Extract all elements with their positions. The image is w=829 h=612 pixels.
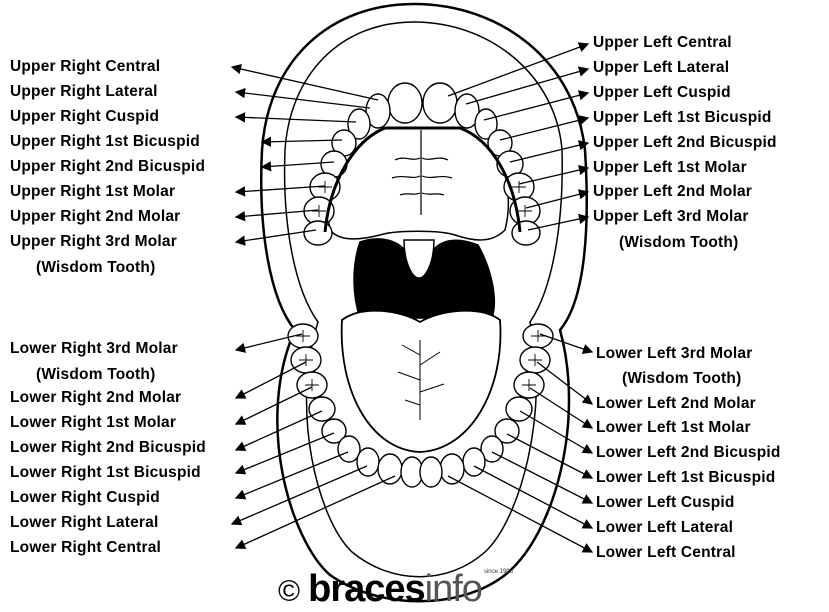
label-lower-left-central: Lower Left Central — [596, 544, 736, 562]
label-upper-left-central: Upper Left Central — [593, 34, 732, 52]
label-lower-left-1st-bicuspid: Lower Left 1st Bicuspid — [596, 469, 775, 487]
label-lower-right-cuspid: Lower Right Cuspid — [10, 489, 160, 507]
label-upper-left-3rd-molar: Upper Left 3rd Molar — [593, 208, 749, 226]
label-lower-left-wisdom: (Wisdom Tooth) — [622, 370, 741, 388]
label-lower-left-2nd-bicuspid: Lower Left 2nd Bicuspid — [596, 444, 781, 462]
upper-teeth — [304, 83, 540, 245]
logo-since-note: since 1996 — [484, 569, 513, 575]
label-lower-right-1st-molar: Lower Right 1st Molar — [10, 414, 176, 432]
label-lower-right-2nd-bicuspid: Lower Right 2nd Bicuspid — [10, 439, 206, 457]
label-lower-left-cuspid: Lower Left Cuspid — [596, 494, 735, 512]
tongue — [342, 311, 501, 452]
label-lower-left-2nd-molar: Lower Left 2nd Molar — [596, 395, 756, 413]
label-upper-right-1st-molar: Upper Right 1st Molar — [10, 183, 175, 201]
label-lower-left-1st-molar: Lower Left 1st Molar — [596, 419, 751, 437]
label-upper-right-2nd-molar: Upper Right 2nd Molar — [10, 208, 180, 226]
logo-brand-bold: braces — [308, 568, 425, 611]
label-lower-left-lateral: Lower Left Lateral — [596, 519, 733, 537]
copyright-symbol: © — [278, 575, 300, 609]
label-lower-right-3rd-molar: Lower Right 3rd Molar — [10, 340, 178, 358]
label-lower-right-lateral: Lower Right Lateral — [10, 514, 158, 532]
label-upper-left-1st-bicuspid: Upper Left 1st Bicuspid — [593, 109, 772, 127]
logo-brand-light: info — [425, 568, 482, 611]
label-upper-right-cuspid: Upper Right Cuspid — [10, 108, 159, 126]
label-upper-right-lateral: Upper Right Lateral — [10, 83, 158, 101]
label-lower-right-1st-bicuspid: Lower Right 1st Bicuspid — [10, 464, 201, 482]
label-upper-left-cuspid: Upper Left Cuspid — [593, 84, 731, 102]
label-upper-right-central: Upper Right Central — [10, 58, 160, 76]
label-lower-right-wisdom: (Wisdom Tooth) — [36, 366, 155, 384]
label-upper-right-3rd-molar: Upper Right 3rd Molar — [10, 233, 177, 251]
label-upper-left-lateral: Upper Left Lateral — [593, 59, 729, 77]
label-lower-right-2nd-molar: Lower Right 2nd Molar — [10, 389, 181, 407]
palate-rugae — [392, 130, 452, 215]
label-upper-right-1st-bicuspid: Upper Right 1st Bicuspid — [10, 133, 200, 151]
label-lower-right-central: Lower Right Central — [10, 539, 161, 557]
label-upper-right-2nd-bicuspid: Upper Right 2nd Bicuspid — [10, 158, 205, 176]
label-lower-left-3rd-molar: Lower Left 3rd Molar — [596, 345, 752, 363]
label-upper-left-2nd-bicuspid: Upper Left 2nd Bicuspid — [593, 134, 777, 152]
label-upper-left-wisdom: (Wisdom Tooth) — [619, 234, 738, 252]
label-upper-left-1st-molar: Upper Left 1st Molar — [593, 159, 747, 177]
label-upper-right-wisdom: (Wisdom Tooth) — [36, 259, 155, 277]
label-upper-left-2nd-molar: Upper Left 2nd Molar — [593, 183, 752, 201]
bracesinfo-logo: © braces info since 1996 — [278, 568, 513, 608]
